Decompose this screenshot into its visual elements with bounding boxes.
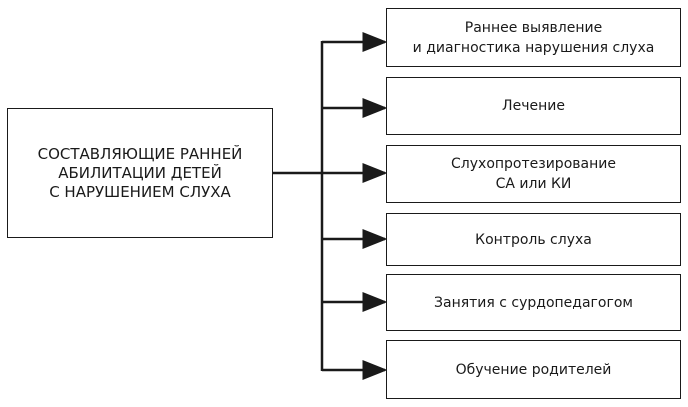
item-text: Обучение родителей bbox=[455, 361, 612, 378]
item-treatment: Лечение bbox=[386, 77, 681, 135]
item-text: и диагностика нарушения слуха bbox=[412, 39, 655, 56]
item-text: Лечение bbox=[502, 98, 565, 114]
item-text: Слухопротезирование bbox=[451, 156, 616, 172]
main-box-line: С НАРУШЕНИЕМ СЛУХА bbox=[49, 182, 231, 201]
main-box-line: СОСТАВЛЯЮЩИЕ РАННЕЙ bbox=[37, 144, 243, 163]
item-text: Занятия с сурдопедагогом bbox=[434, 294, 633, 311]
item-text: Контроль слуха bbox=[475, 231, 592, 248]
main-box: СОСТАВЛЯЮЩИЕ РАННЕЙ АБИЛИТАЦИИ ДЕТЕЙ С Н… bbox=[7, 108, 273, 238]
item-hearing-control: Контроль слуха bbox=[386, 213, 681, 266]
item-early-detection: Раннее выявление и диагностика нарушения… bbox=[386, 8, 681, 67]
item-hearing-aids: Слухопротезирование СА или КИ bbox=[386, 145, 681, 203]
item-text: Раннее выявление bbox=[464, 19, 603, 36]
item-deaf-teacher-sessions: Занятия с сурдопедагогом bbox=[386, 274, 681, 331]
item-parent-training: Обучение родителей bbox=[386, 340, 681, 399]
item-text: СА или КИ bbox=[495, 176, 572, 192]
main-box-line: АБИЛИТАЦИИ ДЕТЕЙ bbox=[58, 163, 222, 182]
